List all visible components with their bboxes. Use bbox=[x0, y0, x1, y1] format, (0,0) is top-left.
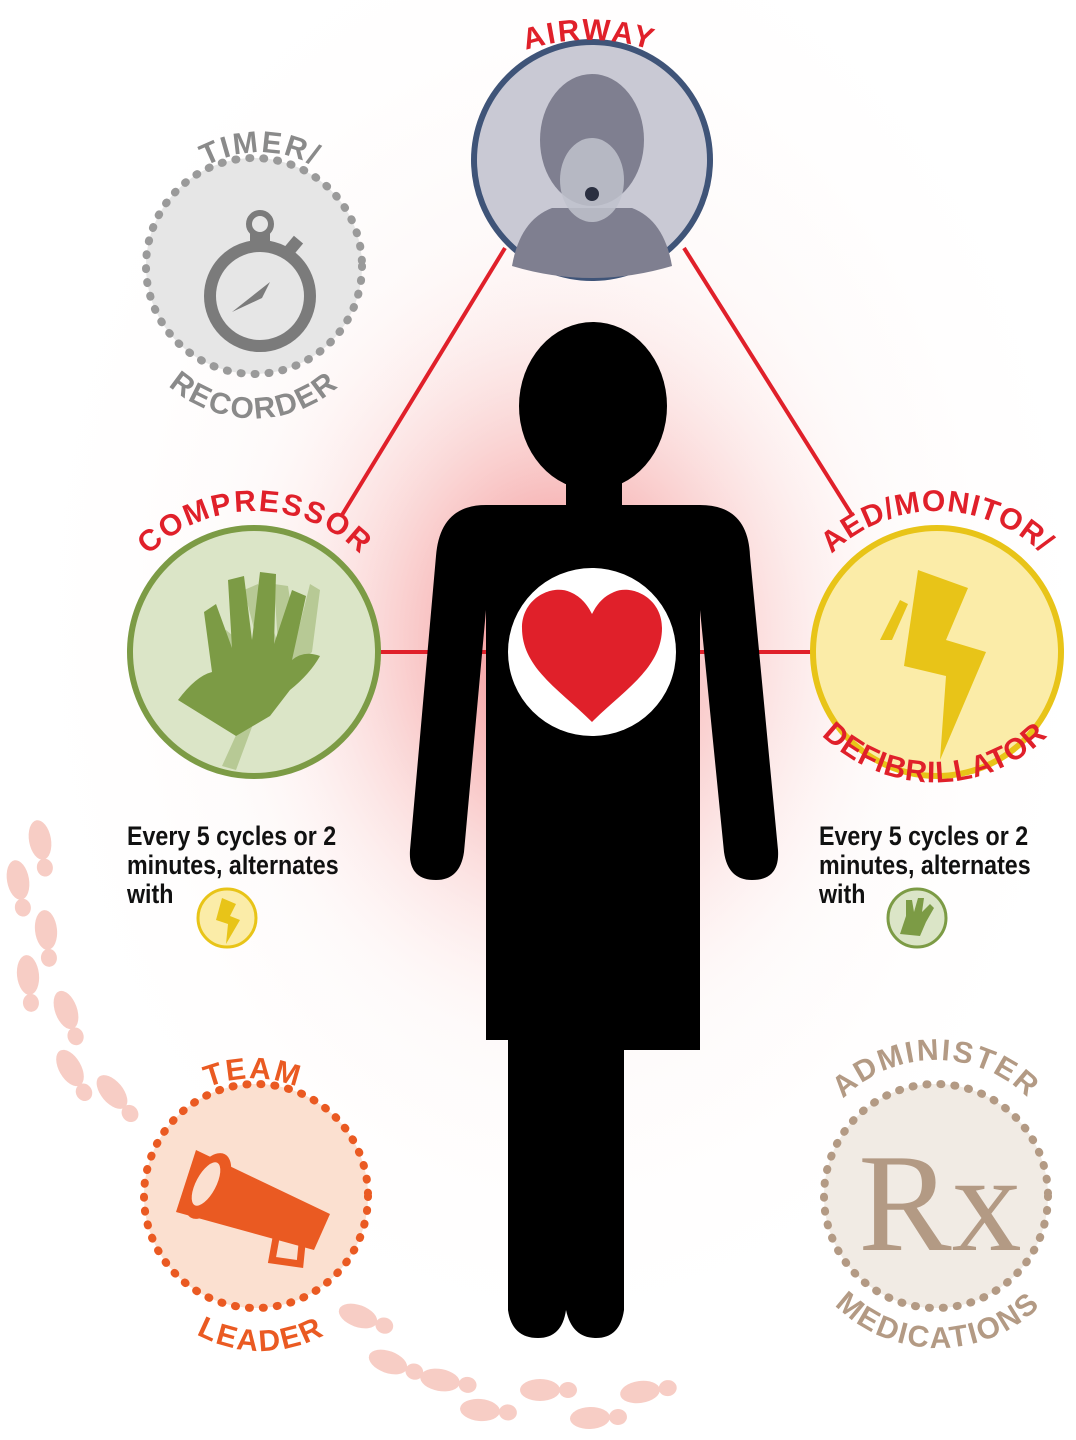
aed-role: AED/MONITOR/ DEFIBRILLATOR bbox=[813, 485, 1061, 790]
compressor-role: COMPRESSOR bbox=[130, 485, 379, 776]
rx-icon: Rx bbox=[858, 1126, 1021, 1281]
note-line: minutes, alternates bbox=[819, 851, 1031, 880]
hips bbox=[508, 880, 700, 1050]
note-line: Every 5 cycles or 2 bbox=[819, 822, 1031, 851]
note-line: with bbox=[819, 880, 1031, 909]
compressor-alternate-note: Every 5 cycles or 2 minutes, alternates … bbox=[127, 822, 339, 909]
note-line: Every 5 cycles or 2 bbox=[127, 822, 339, 851]
aed-alternate-note: Every 5 cycles or 2 minutes, alternates … bbox=[819, 822, 1031, 909]
note-line: minutes, alternates bbox=[127, 851, 339, 880]
leader-label: LEADER bbox=[193, 1311, 329, 1359]
note-line: with bbox=[127, 880, 339, 909]
head bbox=[519, 322, 667, 490]
